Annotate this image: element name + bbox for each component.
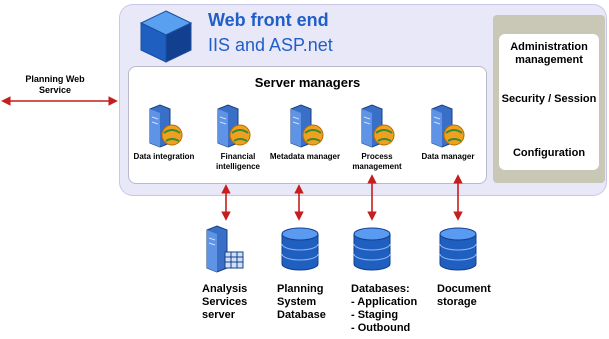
server-globe-icon <box>361 104 395 148</box>
database-icon <box>439 227 477 271</box>
admin-panel-inner <box>499 34 599 170</box>
backend-label-databases: Databases: - Application - Staging - Out… <box>351 283 418 334</box>
manager-label-financial-intelligence: Financial intelligence <box>215 152 260 171</box>
server-globe-icon <box>149 104 183 148</box>
analysis-server-icon <box>206 225 244 273</box>
server-globe-icon <box>217 104 251 148</box>
cube-icon <box>139 10 193 63</box>
web-front-end-title: Web front end <box>208 10 329 30</box>
server-globe-icon <box>431 104 465 148</box>
database-icon <box>281 227 319 271</box>
planning-web-service-label: Planning Web Service <box>25 74 85 95</box>
manager-label-metadata-manager: Metadata manager <box>269 152 341 161</box>
backend-label-planning-database: Planning System Database <box>277 283 326 321</box>
web-front-end-subtitle: IIS and ASP.net <box>208 35 333 55</box>
backend-label-analysis-services: Analysis Services server <box>202 283 248 321</box>
database-icon <box>353 227 391 271</box>
server-globe-icon <box>290 104 324 148</box>
admin-item-administration-management: Administration management <box>510 41 588 66</box>
manager-label-process-management: Process management <box>352 152 402 171</box>
admin-item-security-session: Security / Session <box>501 93 597 105</box>
manager-label-data-manager: Data manager <box>421 152 475 161</box>
admin-item-configuration: Configuration <box>512 147 586 159</box>
server-managers-title: Server managers <box>254 75 361 90</box>
manager-label-data-integration: Data integration <box>133 152 195 161</box>
backend-label-document-storage: Document storage <box>437 283 491 308</box>
